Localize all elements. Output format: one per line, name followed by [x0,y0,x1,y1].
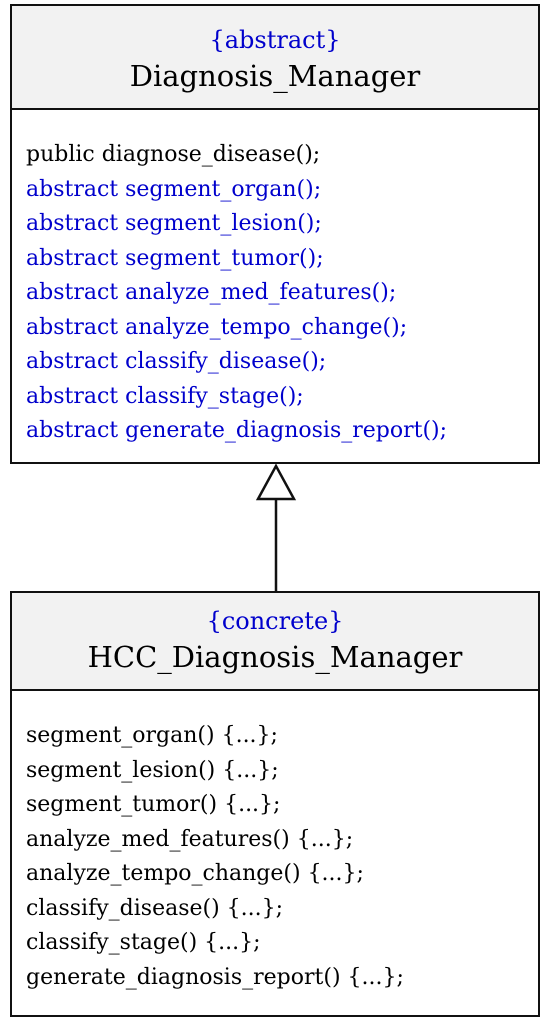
method-item: generate_diagnosis_report() {...}; [26,964,404,990]
method-item: abstract analyze_tempo_change(); [26,314,408,340]
method-item: abstract classify_disease(); [26,349,327,374]
method-item: abstract segment_tumor(); [26,245,324,271]
concrete-class-box: {concrete} HCC_Diagnosis_Manager segment… [10,591,540,1017]
method-item: abstract segment_organ(); [26,176,322,202]
abstract-class-box: {abstract} Diagnosis_Manager public diag… [10,4,540,464]
method-item: classify_disease() {...}; [26,895,284,921]
abstract-class-header: {abstract} Diagnosis_Manager [12,6,538,110]
method-item: abstract classify_stage(); [26,383,304,409]
concrete-class-name: HCC_Diagnosis_Manager [87,640,463,674]
abstract-method-list: public diagnose_disease(); abstract segme… [12,110,538,449]
inheritance-triangle-icon [255,463,297,501]
abstract-stereotype: {abstract} [209,26,341,54]
concrete-stereotype: {concrete} [206,607,344,635]
method-item: abstract analyze_med_features(); [26,280,397,305]
method-item: abstract segment_lesion(); [26,211,322,236]
method-item: segment_lesion() {...}; [26,757,279,783]
method-item: segment_tumor() {...}; [26,792,281,817]
concrete-method-list: segment_organ() {...}; segment_lesion() {… [12,691,538,995]
method-item: analyze_tempo_change() {...}; [26,861,364,886]
concrete-class-header: {concrete} HCC_Diagnosis_Manager [12,593,538,691]
method-item: public diagnose_disease(); [26,142,321,167]
method-item: analyze_med_features() {...}; [26,826,354,852]
abstract-class-name: Diagnosis_Manager [129,59,421,93]
method-item: classify_stage() {...}; [26,930,261,955]
method-item: segment_organ() {...}; [26,723,278,748]
method-item: abstract generate_diagnosis_report(); [26,418,448,443]
